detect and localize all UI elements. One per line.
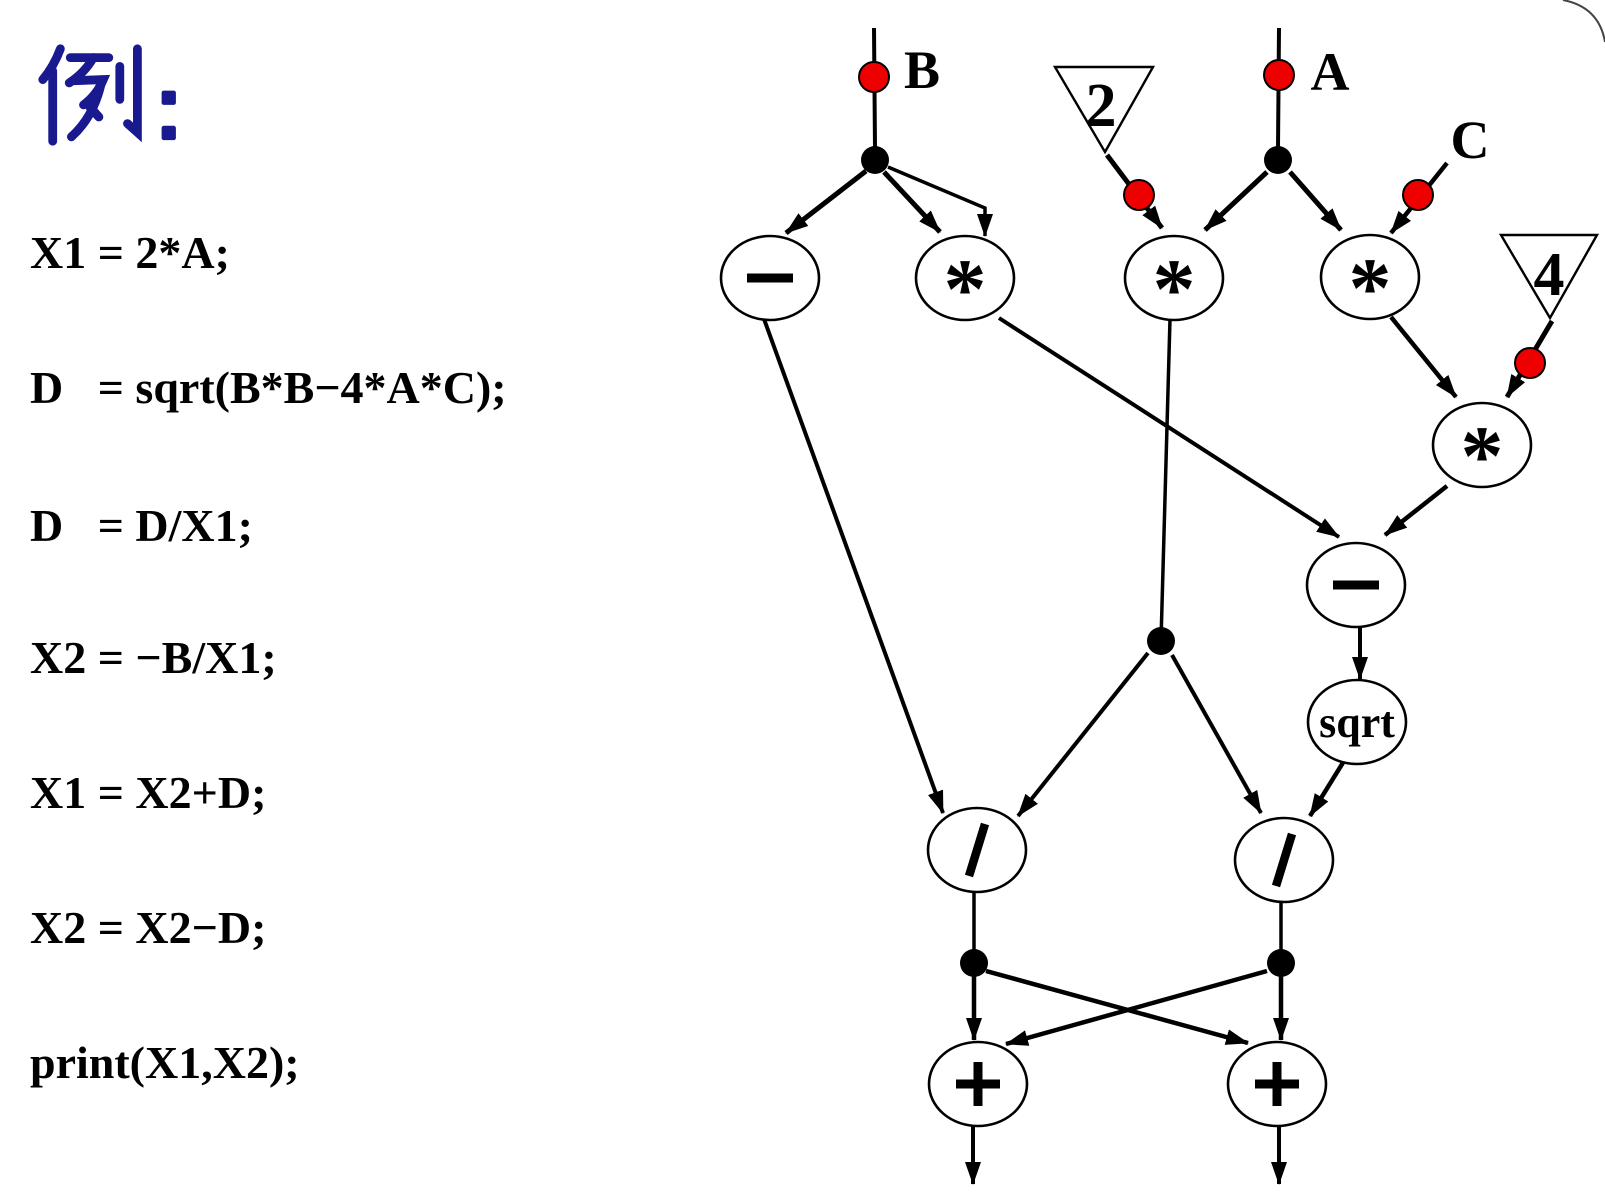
- junction-fanout-d: [1267, 949, 1295, 977]
- edge-a-to-mulac: [1288, 170, 1343, 232]
- input-label-A: A: [1311, 42, 1350, 102]
- input-label-B: B: [904, 40, 940, 100]
- dots-layer: [858, 59, 1546, 977]
- code-line-1: X1 = 2*A;: [30, 227, 230, 278]
- edge-mul2a-to-fanout: [1159, 318, 1172, 642]
- edge-a-to-mul2a: [1203, 170, 1269, 232]
- edge-fanout2a-to-divleft: [1016, 651, 1150, 818]
- constant-triangle-4: [1498, 233, 1600, 321]
- edge-mul4ac-to-subtract: [1383, 484, 1449, 537]
- page-title: [32, 40, 212, 150]
- code-line-7: print(X1,X2);: [30, 1037, 300, 1088]
- code-line-2: D = sqrt(B*B−4*A*C);: [30, 362, 507, 413]
- code-line-5: X1 = X2+D;: [30, 767, 267, 818]
- node-mul-2a: [1123, 234, 1225, 322]
- edge-fanoutd-to-addleft: [1005, 968, 1268, 1047]
- node-glyph-mul-bb: *: [944, 241, 987, 337]
- title-glyph-example: [38, 44, 176, 146]
- red-token-b: [858, 61, 890, 93]
- node-sqrt: [1306, 678, 1408, 766]
- node-glyph-div-right: [1271, 832, 1297, 888]
- node-mul-4ac: [1431, 401, 1533, 489]
- constant-label-4: 4: [1534, 241, 1565, 309]
- red-token-a: [1263, 59, 1295, 91]
- red-token-4: [1514, 347, 1546, 379]
- red-token-c: [1402, 179, 1434, 211]
- junction-fanout-b: [861, 146, 889, 174]
- constant-label-2: 2: [1086, 72, 1117, 140]
- junction-fanout-2a: [1147, 627, 1175, 655]
- code-line-4: X2 = −B/X1;: [30, 632, 277, 683]
- node-mul-ac: [1319, 233, 1421, 321]
- node-glyph-mul-2a: *: [1153, 241, 1196, 337]
- edge-sqrt-to-divright: [1308, 759, 1346, 818]
- edges-layer: [762, 27, 1555, 1185]
- node-glyph-mul-4ac: *: [1461, 408, 1504, 504]
- edge-mulac-to-mul4ac: [1389, 315, 1458, 399]
- edge-mulbb-to-subtract: [997, 316, 1341, 539]
- input-label-C: C: [1451, 110, 1490, 170]
- edge-negate-to-divleft: [762, 318, 945, 814]
- junction-fanout-x2: [960, 949, 988, 977]
- node-glyph-add-right: [1255, 1062, 1299, 1106]
- edge-b-to-mulbb-1: [882, 170, 942, 234]
- edge-b-to-negate: [784, 169, 868, 235]
- edge-fanout2a-to-divright: [1170, 654, 1263, 814]
- code-line-6: X2 = X2−D;: [30, 902, 267, 953]
- edge-b-to-mulbb-2: [887, 165, 993, 237]
- node-mul-bb: [914, 234, 1016, 322]
- node-glyph-add-left: [956, 1062, 1000, 1106]
- edge-fanoutx2-to-addright: [985, 968, 1249, 1046]
- code-line-3: D = D/X1;: [30, 500, 253, 551]
- junction-fanout-a: [1264, 146, 1292, 174]
- node-glyph-sqrt: sqrt: [1319, 698, 1395, 747]
- node-glyph-mul-ac: *: [1349, 240, 1392, 336]
- constant-triangle-2: [1052, 65, 1156, 155]
- node-glyph-div-left: [964, 822, 990, 878]
- corner-arc-decoration: [1562, 0, 1605, 43]
- red-token-2: [1123, 179, 1155, 211]
- labels-layer: 2 4 * * * * sqrt B A C: [747, 40, 1565, 1106]
